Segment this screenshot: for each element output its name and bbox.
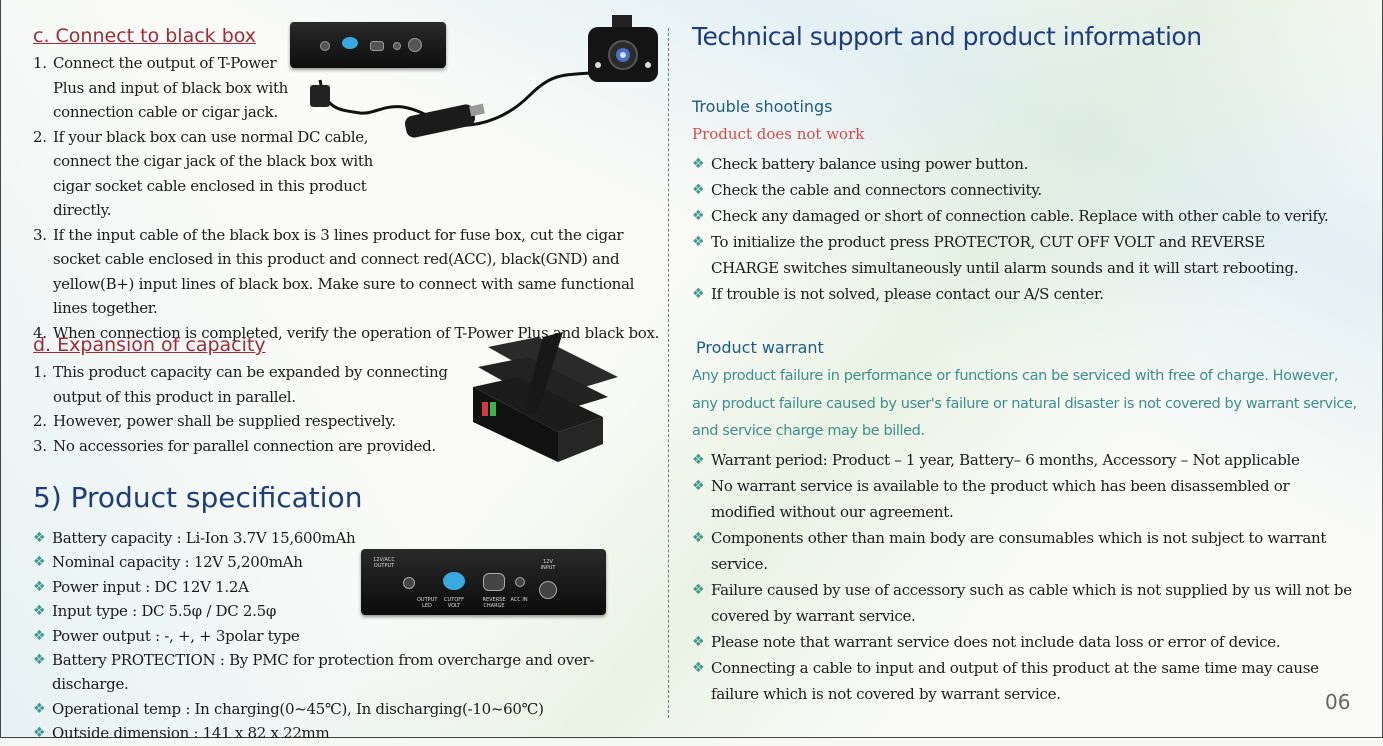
list-item: ❖Connecting a cable to input and output … xyxy=(692,655,1357,707)
list-item: ❖Check any damaged or short of connectio… xyxy=(692,203,1332,229)
diamond-bullet-icon: ❖ xyxy=(692,660,705,676)
warrant-paragraph: Any product failure in performance or fu… xyxy=(692,368,1357,439)
list-item: ❖If trouble is not solved, please contac… xyxy=(692,281,1332,307)
diamond-bullet-icon: ❖ xyxy=(692,182,705,198)
list-item: ❖To initialize the product press PROTECT… xyxy=(692,229,1332,281)
cigar-jack-icon xyxy=(404,104,476,138)
diamond-bullet-icon: ❖ xyxy=(33,578,46,595)
list-item: ❖Failure caused by use of accessory such… xyxy=(692,577,1357,629)
list-item: ❖No warrant service is available to the … xyxy=(692,473,1357,525)
reverse-charge-button xyxy=(483,573,505,591)
diamond-bullet-icon: ❖ xyxy=(692,286,705,302)
dashcam-illustration xyxy=(588,15,658,82)
cigar-cable-illustration xyxy=(310,71,591,138)
trouble-list: ❖Check battery balance using power butto… xyxy=(692,151,1332,307)
list-item: ❖Check the cable and connectors connecti… xyxy=(692,177,1332,203)
list-item: ❖Nominal capacity : 12V 5,200mAh xyxy=(33,550,663,574)
diamond-bullet-icon: ❖ xyxy=(33,627,46,644)
acc-in-port xyxy=(515,577,525,587)
diamond-bullet-icon: ❖ xyxy=(692,452,705,468)
trouble-subtitle: Product does not work xyxy=(692,125,865,143)
section-c-list: 1.Connect the output of T-Power Plus and… xyxy=(33,51,673,345)
diamond-bullet-icon: ❖ xyxy=(692,582,705,598)
list-item: ❖Please note that warrant service does n… xyxy=(692,629,1357,655)
list-item: 4.When connection is completed, verify t… xyxy=(33,323,660,342)
spec-title: 5) Product specification xyxy=(33,481,363,514)
diamond-bullet-icon: ❖ xyxy=(692,634,705,650)
list-item: ❖Outside dimension : 141 x 82 x 22mm xyxy=(33,721,663,745)
list-item: ❖Operational temp : In charging(0~45℃), … xyxy=(33,697,663,721)
spec-list: ❖Battery capacity : Li-Ion 3.7V 15,600mA… xyxy=(33,526,663,746)
output-port xyxy=(403,577,415,589)
t-power-device-front: 12V/ACC OUTPUT OUTPUT LED CUTOFF VOLT RE… xyxy=(361,549,606,615)
list-item: ❖Check battery balance using power butto… xyxy=(692,151,1332,177)
warrant-title: Product warrant xyxy=(696,338,824,357)
column-divider xyxy=(668,28,669,718)
diamond-bullet-icon: ❖ xyxy=(692,530,705,546)
list-item: 3.If the input cable of the black box is… xyxy=(33,225,635,318)
t-power-device-top xyxy=(290,22,446,68)
list-item: ❖Power input : DC 12V 1.2A xyxy=(33,575,663,599)
cutoff-button xyxy=(342,37,358,49)
warrant-list: ❖Warrant period: Product – 1 year, Batte… xyxy=(692,447,1357,707)
diamond-bullet-icon: ❖ xyxy=(33,530,46,546)
diamond-bullet-icon: ❖ xyxy=(33,700,46,717)
stacked-batteries-illustration xyxy=(473,332,618,462)
cutoff-volt-button xyxy=(443,572,465,590)
list-item: ❖Battery PROTECTION : By PMC for protect… xyxy=(33,648,663,697)
diamond-bullet-icon: ❖ xyxy=(692,156,705,172)
section-d-list: 1.This product capacity can be expanded … xyxy=(33,360,468,458)
diamond-bullet-icon: ❖ xyxy=(33,603,46,620)
section-c-title: c. Connect to black box xyxy=(33,25,257,47)
list-item: ❖Battery capacity : Li-Ion 3.7V 15,600mA… xyxy=(33,526,663,550)
diamond-bullet-icon: ❖ xyxy=(692,234,705,250)
page-title: Technical support and product informatio… xyxy=(692,22,1202,51)
section-d-title: d. Expansion of capacity xyxy=(33,334,266,356)
input-port xyxy=(539,581,557,599)
list-item: ❖Warrant period: Product – 1 year, Batte… xyxy=(692,447,1357,473)
list-item: ❖Power output : -, +, + 3polar type xyxy=(33,624,663,648)
dc-plug-icon xyxy=(310,85,330,107)
diamond-bullet-icon: ❖ xyxy=(33,554,46,571)
list-item: 3.No accessories for parallel connection… xyxy=(33,436,436,455)
list-item: 2.However, power shall be supplied respe… xyxy=(33,412,396,430)
diamond-bullet-icon: ❖ xyxy=(33,652,46,669)
list-item: ❖Input type : DC 5.5φ / DC 2.5φ xyxy=(33,599,663,623)
list-item: 1.This product capacity can be expanded … xyxy=(33,363,448,406)
page-number: 06 xyxy=(1325,690,1351,714)
list-item: 2.If your black box can use normal DC ca… xyxy=(33,127,373,220)
list-item: 1.Connect the output of T-Power Plus and… xyxy=(33,54,289,121)
list-item: ❖Components other than main body are con… xyxy=(692,525,1357,577)
diamond-bullet-icon: ❖ xyxy=(692,478,705,494)
diamond-bullet-icon: ❖ xyxy=(33,725,46,742)
trouble-title: Trouble shootings xyxy=(692,97,833,116)
diamond-bullet-icon: ❖ xyxy=(692,208,705,224)
